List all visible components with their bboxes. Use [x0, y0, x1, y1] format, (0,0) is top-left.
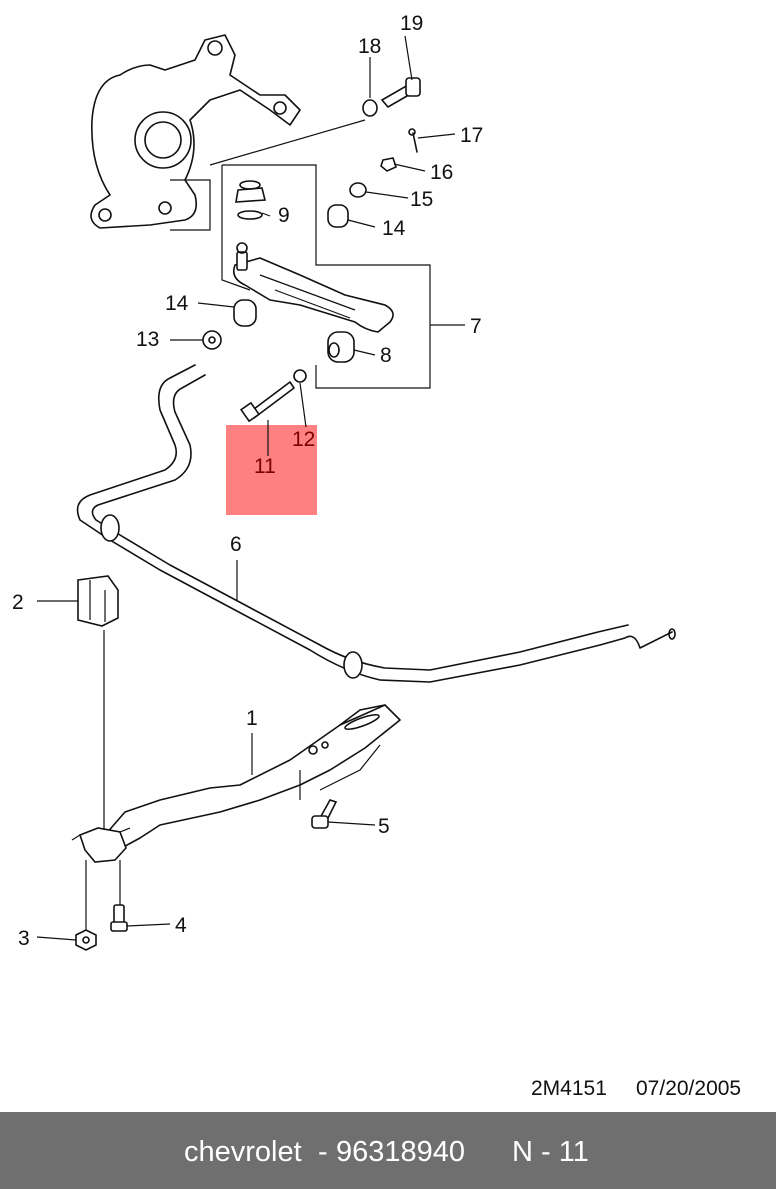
drawing-code: 2M4151 [531, 1077, 607, 1100]
callout-2: 2 [12, 591, 24, 614]
stabilizer-bushing [77, 575, 119, 627]
callout-9: 9 [278, 204, 290, 227]
callout-15: 15 [410, 188, 433, 211]
callout-1: 1 [246, 707, 258, 730]
callout-13: 13 [136, 328, 159, 351]
exploded-parts-diagram: 19 18 17 16 15 14 9 7 8 14 13 11 12 6 2 … [12, 12, 676, 951]
crossmember-bolt [311, 799, 338, 829]
callout-16: 16 [430, 161, 453, 184]
leader-lines [36, 35, 465, 941]
callout-3: 3 [18, 927, 30, 950]
ball-joint-boot [235, 180, 267, 220]
steering-knuckle [90, 34, 301, 231]
footer-brand: chevrolet [184, 1136, 302, 1168]
callout-5: 5 [378, 815, 390, 838]
lower-control-arm [232, 242, 394, 333]
footer-part-number: 96318940 [336, 1136, 466, 1168]
bushing-8 [327, 331, 355, 363]
crossmember [104, 704, 401, 851]
bolt-and-washer [239, 369, 307, 423]
highlight-region [226, 425, 317, 515]
callout-7: 7 [470, 315, 482, 338]
drawing-date: 07/20/2005 [636, 1077, 742, 1100]
left-bushing-stack [202, 299, 257, 350]
clamp-nut [75, 929, 97, 951]
callout-11: 11 [254, 455, 276, 478]
stabilizer-bar [76, 364, 676, 683]
callout-18: 18 [358, 35, 381, 58]
footer-separator: - [318, 1136, 328, 1168]
bushing-clamp [71, 827, 131, 863]
upper-hardware [327, 77, 421, 228]
callout-6: 6 [230, 533, 242, 556]
clamp-bolt [110, 904, 128, 932]
callout-12: 12 [292, 428, 315, 451]
callout-8: 8 [380, 344, 392, 367]
callout-4: 4 [175, 914, 187, 937]
callout-14-upper: 14 [382, 217, 406, 240]
callout-19: 19 [400, 12, 423, 35]
footer-page-ref: N - 11 [512, 1136, 589, 1168]
footer-bar: chevrolet - 96318940 N - 11 [0, 1112, 776, 1189]
assembly-bracket-lines [221, 164, 431, 389]
callout-14-lower: 14 [165, 292, 189, 315]
callout-17: 17 [460, 124, 483, 147]
